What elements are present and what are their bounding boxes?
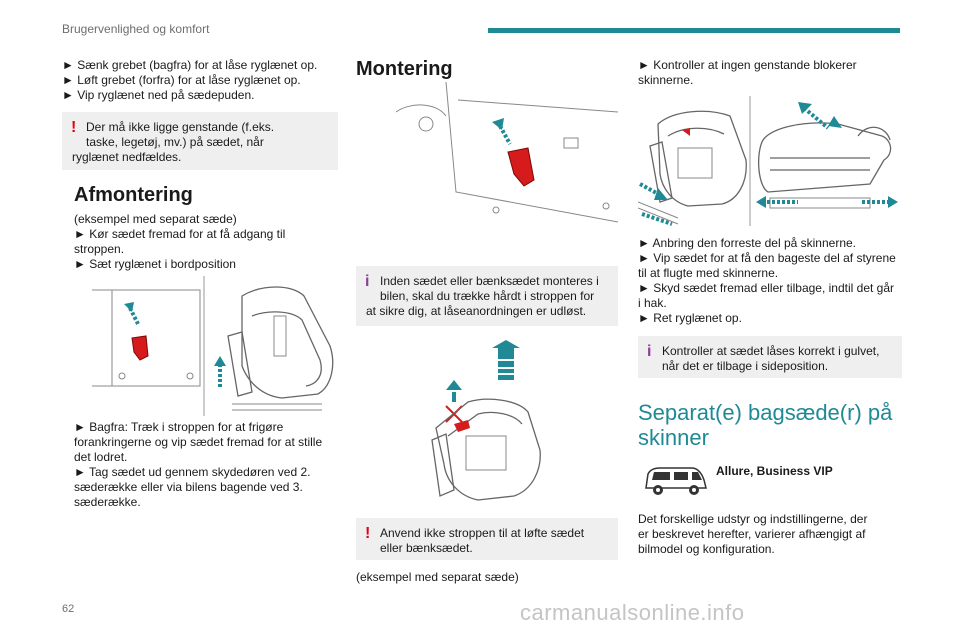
bullet-item: ► Vip ryglænet ned på sædepuden. bbox=[62, 88, 255, 102]
info-mark-icon: i bbox=[365, 273, 370, 290]
seat-lift-illustration bbox=[431, 340, 541, 501]
left-steps: ► Bagfra: Træk i stroppen for at frigøre… bbox=[74, 420, 349, 510]
warning-note: ! Anvend ikke stroppen til at løfte sæde… bbox=[356, 518, 618, 560]
intro-line: stroppen. bbox=[74, 242, 125, 256]
arrow-icon bbox=[124, 302, 134, 312]
note-line: Inden sædet eller bænksædet monteres i bbox=[380, 274, 599, 288]
middle-footer-text: (eksempel med separat sæde) bbox=[356, 570, 519, 584]
step-line: ► Skyd sædet fremad eller tilbage, indti… bbox=[638, 281, 895, 295]
arrow-icon bbox=[492, 118, 504, 130]
step-line: det lodret. bbox=[74, 450, 128, 464]
bullet-item: ► Løft grebet (forfra) for at låse ryglæ… bbox=[62, 73, 301, 87]
step-line: ► Ret ryglænet op. bbox=[638, 311, 742, 325]
note-line: bilen, skal du trække hårdt i stroppen f… bbox=[380, 289, 595, 303]
desc-line: Det forskellige udstyr og indstillingern… bbox=[638, 512, 868, 526]
left-intro: (eksempel med separat sæde) ► Kør sædet … bbox=[74, 212, 344, 272]
desc-line: er beskrevet herefter, varierer afhængig… bbox=[638, 527, 866, 541]
warning-mark-icon: ! bbox=[365, 525, 371, 542]
note-line: eller bænksædet. bbox=[380, 541, 473, 555]
step-line: ► Vip sædet for at få den bageste del af… bbox=[638, 251, 896, 265]
intro-line: ► Kør sædet fremad for at få adgang til bbox=[74, 227, 286, 241]
info-mark-icon: i bbox=[647, 343, 652, 360]
title-line: Separat(e) bagsæde(r) på bbox=[638, 400, 893, 425]
section-title-afmontering: Afmontering bbox=[74, 184, 193, 206]
intro-line: (eksempel med separat sæde) bbox=[74, 212, 237, 226]
bullet-item: ► Kontroller at ingen genstande blokerer bbox=[638, 58, 857, 72]
step-line: ► Bagfra: Træk i stroppen for at frigøre bbox=[74, 420, 284, 434]
warning-mark-icon: ! bbox=[71, 119, 77, 136]
info-note: i Kontroller at sædet låses korrekt i gu… bbox=[638, 336, 902, 378]
rail-mounting-illustration bbox=[638, 96, 898, 226]
desc-line: bilmodel og konfiguration. bbox=[638, 542, 775, 556]
note-line: at sikre dig, at låseanordningen er udlø… bbox=[366, 304, 587, 318]
step-line: til at flugte med skinnerne. bbox=[638, 266, 779, 280]
right-steps: ► Anbring den forreste del på skinnerne.… bbox=[638, 236, 906, 326]
step-line: sæderække eller via bilens bagende ved 3… bbox=[74, 480, 303, 494]
step-line: i hak. bbox=[638, 296, 667, 310]
note-line: taske, legetøj, mv.) på sædet, når bbox=[86, 135, 264, 149]
trim-label: Allure, Business VIP bbox=[716, 464, 833, 478]
title-line: skinner bbox=[638, 425, 709, 450]
info-note: i Inden sædet eller bænksædet monteres i… bbox=[356, 266, 618, 326]
section-title-montering: Montering bbox=[356, 58, 453, 80]
left-bullets-top: ► Sænk grebet (bagfra) for at låse ryglæ… bbox=[62, 58, 342, 103]
bullet-item: skinnerne. bbox=[638, 73, 694, 87]
page-number: 62 bbox=[62, 603, 75, 615]
note-line: ryglænet nedfældes. bbox=[72, 150, 182, 164]
step-line: forankringerne og vip sædet fremad for a… bbox=[74, 435, 323, 449]
step-line: ► Tag sædet ud gennem skydedøren ved 2. bbox=[74, 465, 311, 479]
note-line: Der må ikke ligge genstande (f.eks. bbox=[86, 120, 275, 134]
running-header: Brugervenlighed og komfort bbox=[62, 22, 210, 36]
step-line: ► Anbring den forreste del på skinnerne. bbox=[638, 236, 857, 250]
right-description: Det forskellige udstyr og indstillingern… bbox=[638, 512, 906, 557]
intro-line: ► Sæt ryglænet i bordposition bbox=[74, 257, 236, 271]
strap-red bbox=[131, 335, 149, 361]
seat-removal-illustration bbox=[92, 276, 334, 416]
watermark-text: carmanualsonline.info bbox=[520, 600, 745, 625]
note-line: når det er tilbage i sideposition. bbox=[662, 359, 829, 373]
van-icon bbox=[645, 467, 707, 495]
warning-note: ! Der må ikke ligge genstande (f.eks. ta… bbox=[62, 112, 338, 170]
bullet-item: ► Sænk grebet (bagfra) for at låse ryglæ… bbox=[62, 58, 318, 72]
right-bullets-top: ► Kontroller at ingen genstande blokerer… bbox=[638, 58, 906, 88]
strap-pull-illustration bbox=[396, 82, 618, 223]
note-line: Anvend ikke stroppen til at løfte sædet bbox=[380, 526, 585, 540]
note-line: Kontroller at sædet låses korrekt i gulv… bbox=[662, 344, 880, 358]
header-accent-bar bbox=[488, 28, 900, 33]
section-title-rails: Separat(e) bagsæde(r) på skinner bbox=[638, 400, 906, 450]
step-line: sæderække. bbox=[74, 495, 141, 509]
